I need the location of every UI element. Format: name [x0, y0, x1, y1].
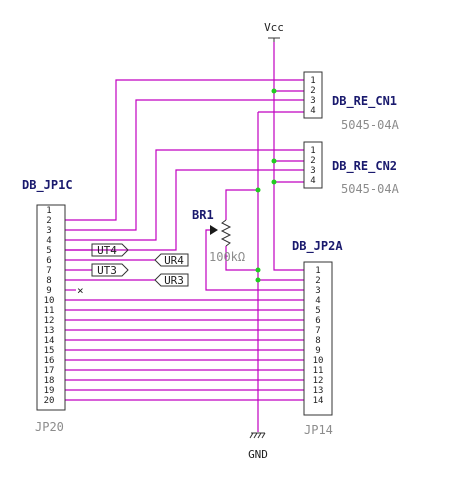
pin-number: 1	[46, 206, 51, 216]
junction-dot	[255, 277, 261, 283]
br1-value: 100kΩ	[209, 250, 245, 264]
jp2a-ref: DB_JP2A	[292, 239, 343, 254]
wire-br1-top	[225, 189, 258, 220]
jp1c-body[interactable]	[36, 204, 66, 411]
cn2-body[interactable]	[303, 141, 323, 189]
pin-number: 16	[44, 356, 55, 366]
pin-number: 12	[313, 376, 324, 386]
junctions	[255, 88, 277, 283]
br1-wiper-arrow	[210, 225, 218, 235]
pin-number: 8	[315, 336, 320, 346]
pin-number: 2	[310, 156, 315, 166]
net-flag-ur3[interactable]: UR3	[154, 273, 189, 287]
wire-jp2a-1-vcc	[273, 182, 304, 271]
pin-number: 8	[46, 276, 51, 286]
pin-number: 15	[44, 346, 55, 356]
pin-number: 3	[310, 96, 315, 106]
pin-number: 2	[310, 86, 315, 96]
wire-jp1c-1-cn1-1	[65, 79, 304, 221]
pin-number: 12	[44, 316, 55, 326]
wire-jp1c-4-cn2-3	[65, 169, 304, 251]
cn1-ref: DB_RE_CN1	[332, 94, 397, 109]
cn2-ref: DB_RE_CN2	[332, 159, 397, 174]
pin-number: 6	[46, 256, 51, 266]
pin-number: 10	[44, 296, 55, 306]
pin-number: 6	[315, 316, 320, 326]
wire-jp1c-3-cn2-1	[65, 149, 304, 241]
wires	[65, 42, 304, 432]
gnd-label: GND	[248, 448, 268, 461]
junction-dot	[271, 158, 277, 164]
pin-number: 3	[46, 226, 51, 236]
pin-number: 4	[46, 236, 51, 246]
pin-number: 13	[44, 326, 55, 336]
br1-resistor-zigzag[interactable]	[220, 219, 232, 247]
wire-jp1c-2-cn1-3	[65, 99, 304, 231]
pin-number: 14	[44, 336, 55, 346]
junction-dot	[255, 267, 261, 273]
pin-number: 3	[310, 166, 315, 176]
pin-number: 20	[44, 396, 55, 406]
net-flag-label: UT4	[97, 244, 117, 257]
net-flag-label: UR3	[164, 274, 184, 287]
pin-number: 7	[46, 266, 51, 276]
pin-number: 11	[313, 366, 324, 376]
pin-number: 3	[315, 286, 320, 296]
net-flag-label: UR4	[164, 254, 184, 267]
cn1-value: 5045-04A	[341, 118, 400, 132]
pin-number: 9	[315, 346, 320, 356]
net-flag-ut4[interactable]: UT4	[91, 243, 129, 257]
jp1c-value: JP20	[35, 420, 64, 434]
pin-number: 2	[315, 276, 320, 286]
net-flag-ut3[interactable]: UT3	[91, 263, 129, 277]
pin-number: 2	[46, 216, 51, 226]
component-br1[interactable]: BR1 100kΩ	[192, 208, 245, 264]
pin-number: 5	[315, 306, 320, 316]
br1-ref: BR1	[192, 208, 214, 222]
vcc-symbol: Vcc	[264, 21, 284, 42]
pin-number: 7	[315, 326, 320, 336]
pin-number: 5	[46, 246, 51, 256]
pin-number: 14	[313, 396, 324, 406]
wire-br1-bottom	[225, 246, 258, 271]
junction-dot	[271, 179, 277, 185]
pin-number: 11	[44, 306, 55, 316]
pin-number: 9	[46, 286, 51, 296]
jp2a-body[interactable]	[303, 261, 333, 416]
jp1c-ref: DB_JP1C	[22, 178, 73, 193]
pin-number: 19	[44, 386, 55, 396]
cn2-value: 5045-04A	[341, 182, 400, 196]
vcc-label: Vcc	[264, 21, 284, 34]
pin-number: 4	[315, 296, 320, 306]
no-connect-mark: ×	[77, 284, 84, 297]
pin-number: 13	[313, 386, 324, 396]
jp2a-value: JP14	[304, 423, 333, 437]
net-flag-label: UT3	[97, 264, 117, 277]
pin-number: 1	[310, 76, 315, 86]
pin-number: 17	[44, 366, 55, 376]
pin-number: 10	[313, 356, 324, 366]
pin-number: 1	[310, 146, 315, 156]
gnd-symbol: GND	[248, 432, 268, 461]
junction-dot	[271, 88, 277, 94]
pin-number: 1	[315, 266, 320, 276]
net-flag-ur4[interactable]: UR4	[154, 253, 189, 267]
cn1-body[interactable]	[303, 71, 323, 119]
junction-dot	[255, 187, 261, 193]
pin-number: 4	[310, 106, 315, 116]
pin-number: 18	[44, 376, 55, 386]
pin-number: 4	[310, 176, 315, 186]
